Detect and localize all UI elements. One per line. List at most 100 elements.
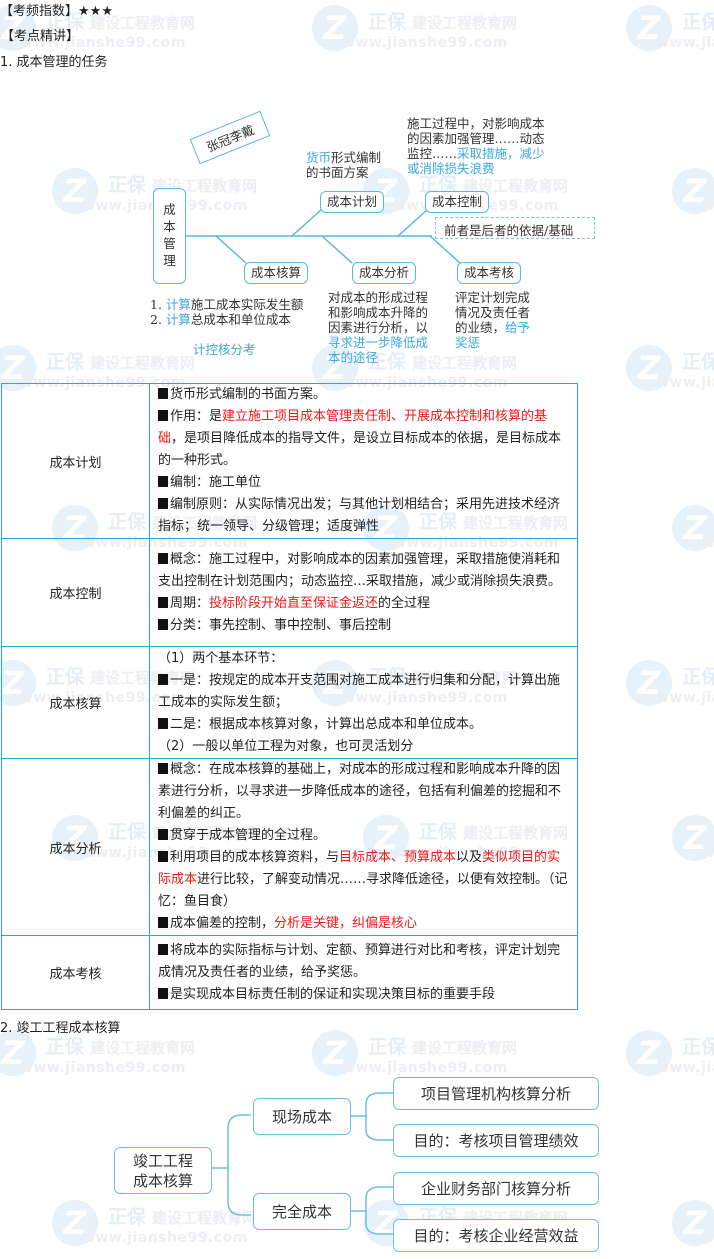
- content-paragraph: （1）两个基本环节：: [158, 648, 571, 670]
- root-char: 成: [163, 202, 176, 217]
- node-cost-accounting: 成本核算: [244, 262, 308, 284]
- bullet-square-icon: [158, 596, 168, 608]
- content-text: 分类：事先控制、事中控制、事后控制: [170, 617, 392, 633]
- bullet-square-icon: [158, 829, 168, 840]
- content-text: 编制：施工单位: [170, 475, 262, 490]
- watermark-url: www.jianshe99.com: [656, 690, 714, 706]
- note-basis-relation: 前者是后者的依据/基础: [435, 217, 595, 239]
- row-label: 成本核算: [1, 646, 150, 759]
- table-row: 成本分析概念：在成本核算的基础上，对成本的形成过程和影响成本升降的因素进行分析，…: [1, 758, 578, 936]
- tree-branch-site-cost: 现场成本: [253, 1098, 351, 1135]
- content-text: 编制原则：从实际情况出发；与其他计划相结合；采用先进技术经济指标；统一领导、分级…: [158, 497, 561, 534]
- content-text: 的全过程: [378, 595, 431, 611]
- note-analysis: 对成本的形成过程 和影响成本升降的 因素进行分析，以 寻求进一步降低成 本的途径: [328, 290, 428, 365]
- note-accounting-text: 总成本和单位成本: [190, 312, 291, 327]
- watermark-brand-text: 正保: [682, 666, 714, 688]
- row-label: 成本控制: [1, 538, 150, 647]
- note-control-text: 监控……: [407, 146, 458, 161]
- content-paragraph: 贯穿于成本管理的全过程。: [158, 825, 571, 847]
- content-paragraph: 是实现成本目标责任制的保证和实现决策目标的重要手段: [158, 984, 571, 1006]
- note-analysis-highlight: 寻求进一步降低成: [328, 335, 429, 350]
- note-plan-text: 形式编制: [331, 150, 382, 165]
- note-analysis-text: 对成本的形成过程: [328, 290, 429, 305]
- highlight-text: 分析是关键，纠偏是核心: [274, 916, 418, 931]
- note-assessment-highlight: 给予: [505, 320, 531, 335]
- node-cost-control: 成本控制: [425, 191, 489, 213]
- watermark-brand: 正保建设工程教育网: [46, 1032, 195, 1059]
- branch-plan: [291, 208, 323, 237]
- tree-leaf: 项目管理机构核算分析: [393, 1077, 599, 1110]
- highlight-text: 建立施工项目成本管理责任制、开展成本控制和核算的基础: [158, 409, 548, 446]
- note-accounting-highlight: 计算: [165, 297, 191, 312]
- completed-cost-tree: 竣工工程 成本核算 现场成本 完全成本 项目管理机构核算分析 目的：考核项目管理…: [0, 1060, 714, 1259]
- content-text: 进行比较，了解变动情况……寻求降低途径，以便有效控制。（记忆：鱼目食）: [158, 872, 568, 909]
- row-content: 概念：施工过程中，对影响成本的因素加强管理，采取措施使消耗和支出控制在计划范围内…: [149, 538, 578, 647]
- tree-leaf: 目的：考核企业经营效益: [393, 1219, 599, 1252]
- content-text: 成本偏差的控制，: [170, 916, 275, 931]
- content-paragraph: 将成本的实际指标与计划、定额、预算进行对比和考核，评定计划完成情况及责任者的业绩…: [158, 940, 571, 984]
- table-row: 成本核算 （1）两个基本环节： 一是：按规定的成本开支范围对施工成本进行归集和分配，…: [1, 646, 578, 759]
- content-paragraph: 二是：根据成本核算对象，计算出总成本和单位成本。: [158, 714, 571, 736]
- content-paragraph: （2）一般以单位工程为对象，也可灵活划分: [158, 736, 571, 758]
- highlight-text: 类似项目的实际成本: [158, 850, 561, 887]
- content-text: 利用项目的成本核算资料，与: [170, 850, 340, 865]
- note-control-highlight: 或消除损失浪费: [407, 161, 495, 176]
- note-assessment-text: 评定计划完成: [455, 290, 531, 305]
- bullet-square-icon: [158, 987, 168, 999]
- tree-leaf: 企业财务部门核算分析: [393, 1172, 599, 1205]
- watermark-name: 建设工程教育网: [90, 1039, 196, 1057]
- note-plan-text: 的书面方案: [306, 165, 369, 180]
- watermark-brand-text: 正保: [368, 1036, 407, 1058]
- row-content: （1）两个基本环节： 一是：按规定的成本开支范围对施工成本进行归集和分配，计算出施…: [149, 646, 578, 759]
- content-text: （1）两个基本环节：: [158, 650, 284, 666]
- bullet-square-icon: [158, 673, 168, 685]
- note-assessment: 评定计划完成 情况及责任者 的业绩，给予 奖惩: [455, 290, 530, 350]
- content-text: 概念：施工过程中，对影响成本的因素加强管理，采取措施使消耗和支出控制在计划范围内…: [158, 551, 562, 589]
- node-cost-assessment: 成本考核: [457, 262, 521, 284]
- content-text: 一是：按规定的成本开支范围对施工成本进行归集和分配，计算出施工成本的实际发生额；: [158, 672, 561, 710]
- content-text: 以及: [456, 850, 483, 865]
- note-analysis-text: 因素进行分析，以: [328, 320, 429, 335]
- cost-management-table: 成本计划货币形式编制的书面方案。作用：是建立施工项目成本管理责任制、开展成本控制…: [1, 383, 578, 1010]
- list-number: 1.: [150, 297, 166, 312]
- bullet-square-icon: [158, 917, 168, 928]
- tree-leaf: 目的：考核项目管理绩效: [393, 1124, 599, 1157]
- row-label: 成本考核: [1, 935, 150, 1010]
- content-paragraph: 一是：按规定的成本开支范围对施工成本进行归集和分配，计算出施工成本的实际发生额；: [158, 670, 571, 714]
- branch-assessment: [429, 235, 461, 264]
- node-cost-analysis: 成本分析: [352, 262, 416, 284]
- bullet-square-icon: [158, 717, 168, 729]
- note-assessment-highlight: 奖惩: [455, 335, 481, 350]
- content-paragraph: 利用项目的成本核算资料，与目标成本、预算成本以及类似项目的实际成本进行比较，了解…: [158, 847, 571, 913]
- bullet-square-icon: [158, 552, 168, 564]
- watermark-url: www.jianshe99.com: [702, 535, 714, 551]
- content-paragraph: 编制原则：从实际情况出发；与其他计划相结合；采用先进技术经济指标；统一领导、分级…: [158, 494, 571, 538]
- bullet-square-icon: [158, 498, 168, 509]
- watermark-logo-icon: [626, 660, 672, 706]
- tree-root-line: 竣工工程: [132, 1151, 193, 1170]
- root-node-cost-management: 成 本 管 理: [153, 188, 186, 284]
- content-text: 贯穿于成本管理的全过程。: [170, 828, 327, 843]
- table-row: 成本计划货币形式编制的书面方案。作用：是建立施工项目成本管理责任制、开展成本控制…: [1, 383, 578, 539]
- tree-link-branch2-children: [365, 1186, 393, 1235]
- branch-analysis: [321, 235, 353, 264]
- watermark-brand: 正保建设工程教育网: [368, 1032, 517, 1059]
- content-text: 将成本的实际指标与计划、定额、预算进行对比和考核，评定计划完成情况及责任者的业绩…: [158, 942, 561, 980]
- node-cost-plan: 成本计划: [320, 191, 384, 213]
- note-analysis-highlight: 本的途径: [328, 350, 379, 365]
- content-text: ，是项目降低成本的指导文件，是设立目标成本的依据，是目标成本的一种形式。: [158, 431, 562, 468]
- note-analysis-text: 和影响成本升降的: [328, 305, 429, 320]
- table-row: 成本考核将成本的实际指标与计划、定额、预算进行对比和考核，评定计划完成情况及责任…: [1, 935, 578, 1010]
- content-paragraph: 作用：是建立施工项目成本管理责任制、开展成本控制和核算的基础，是项目降低成本的指…: [158, 406, 571, 472]
- content-paragraph: 成本偏差的控制，分析是关键，纠偏是核心: [158, 913, 571, 935]
- bullet-square-icon: [158, 618, 168, 630]
- list-number: 2.: [150, 312, 166, 327]
- content-text: 货币形式编制的书面方案。: [170, 387, 327, 402]
- note-assessment-text: 情况及责任者: [455, 305, 531, 320]
- tree-root-node: 竣工工程 成本核算: [114, 1147, 212, 1194]
- content-text: 二是：根据成本核算对象，计算出总成本和单位成本。: [170, 716, 483, 732]
- bullet-square-icon: [158, 763, 168, 774]
- note-plan-highlight: 货币: [306, 150, 332, 165]
- fishbone-diagram: 张冠李戴 成 本 管 理 成本计划 成本控制 成本核算 成本分析 成本考核 前者…: [0, 0, 714, 380]
